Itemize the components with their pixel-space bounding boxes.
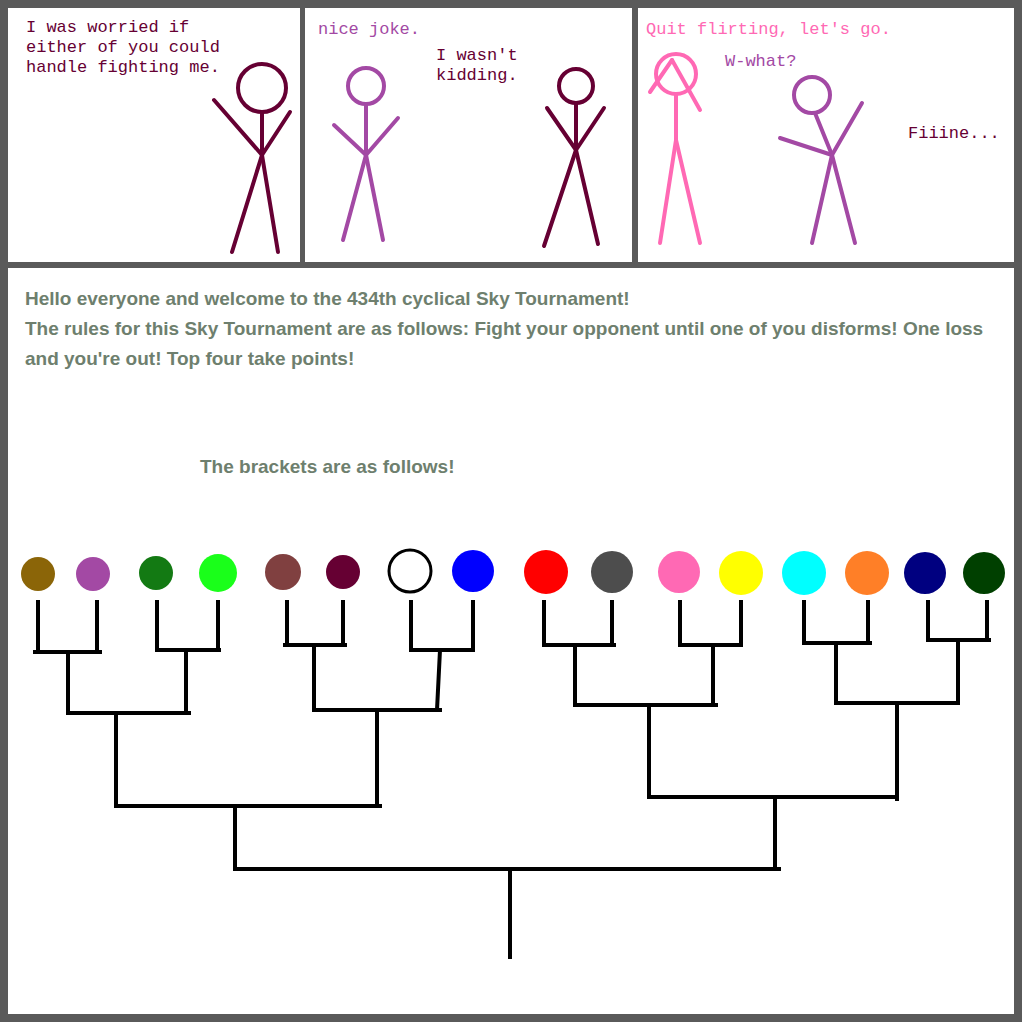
- speech-text: I wasn't kidding.: [436, 46, 531, 86]
- speech-text: W-what?: [725, 52, 835, 72]
- competitor-dot: [963, 552, 1005, 594]
- competitor-dot: [591, 551, 633, 593]
- competitor-dot: [719, 551, 763, 595]
- speech-text: nice joke.: [318, 20, 458, 40]
- maroon-figure: [214, 64, 290, 252]
- competitor-dot: [326, 555, 360, 589]
- speech-text: I was worried if either of you could han…: [26, 18, 256, 78]
- maroon-figure: [544, 69, 604, 246]
- competitor-dot: [845, 551, 889, 595]
- announcer-text: The brackets are as follows!: [200, 452, 700, 482]
- speech-text: Quit flirting, let's go.: [646, 20, 1006, 40]
- competitor-dot: [658, 551, 700, 593]
- announcer-text: The rules for this Sky Tournament are as…: [25, 314, 985, 374]
- competitor-dots: [21, 550, 1005, 595]
- purple-figure: [780, 77, 862, 243]
- stick-figures: [214, 54, 862, 252]
- competitor-dot: [524, 550, 568, 594]
- competitor-dot: [76, 557, 110, 591]
- pink-figure: [650, 54, 700, 243]
- competitor-dot: [139, 556, 173, 590]
- purple-figure: [334, 68, 398, 240]
- competitor-dot: [389, 550, 431, 592]
- announcer-text: Hello everyone and welcome to the 434th …: [25, 284, 985, 314]
- competitor-dot: [265, 554, 301, 590]
- speech-text: Fiiine...: [908, 124, 1012, 144]
- competitor-dot: [782, 551, 826, 595]
- competitor-dot: [199, 554, 237, 592]
- tournament-bracket: [35, 602, 989, 957]
- competitor-dot: [21, 557, 55, 591]
- competitor-dot: [452, 550, 494, 592]
- competitor-dot: [904, 552, 946, 594]
